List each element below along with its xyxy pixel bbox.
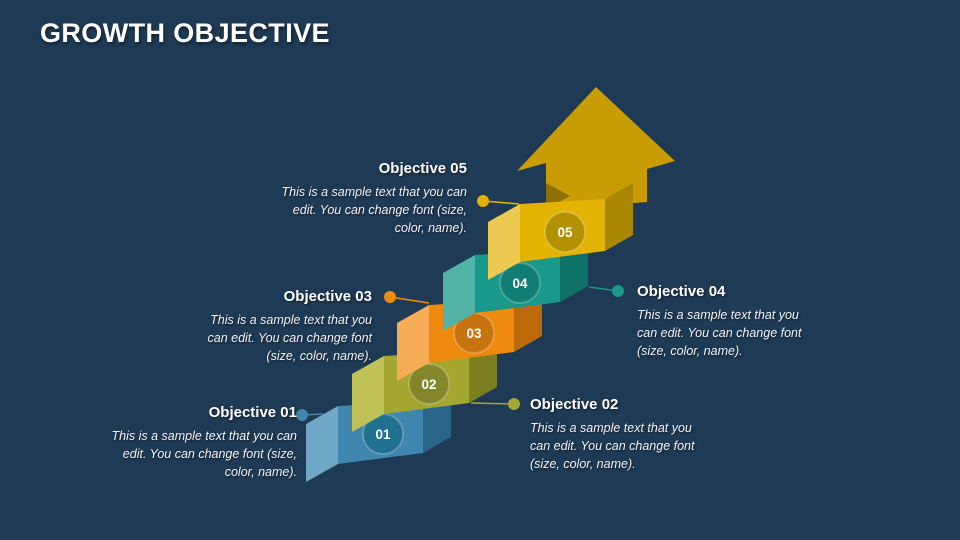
objective-05-dot bbox=[477, 195, 489, 207]
objective-05-body: This is a sample text that you can edit.… bbox=[281, 185, 467, 235]
objective-05-leader-line bbox=[482, 200, 520, 205]
step-03-number: 03 bbox=[466, 326, 482, 341]
objective-01-dot bbox=[296, 409, 308, 421]
objective-04-body: This is a sample text that you can edit.… bbox=[637, 308, 802, 358]
step-05-badge bbox=[544, 211, 586, 253]
objective-02-label: Objective 02 bbox=[530, 396, 619, 413]
step-03-tread-face bbox=[397, 305, 429, 381]
objective-02-dot bbox=[508, 398, 520, 410]
objective-02-leader-line bbox=[470, 402, 515, 405]
step-01-number: 01 bbox=[375, 427, 391, 442]
step-02-number: 02 bbox=[421, 377, 436, 392]
objective-01-callout: Objective 01 This is a sample text that … bbox=[105, 404, 297, 481]
objective-03-leader-line bbox=[389, 296, 430, 304]
objective-02-body: This is a sample text that you can edit.… bbox=[530, 421, 695, 471]
step-01-tread-face bbox=[306, 406, 338, 482]
objective-02-callout: Objective 02 This is a sample text that … bbox=[530, 396, 715, 473]
objective-03-callout: Objective 03 This is a sample text that … bbox=[190, 288, 372, 365]
step-01: 01 bbox=[306, 385, 451, 482]
step-05-number: 05 bbox=[557, 225, 573, 240]
step-04-tread-face bbox=[443, 255, 475, 331]
objective-04-label: Objective 04 bbox=[637, 283, 726, 300]
step-04-number: 04 bbox=[512, 276, 528, 291]
objective-05-label: Objective 05 bbox=[378, 160, 467, 177]
objective-03-dot bbox=[384, 291, 396, 303]
growth-arrow-shape bbox=[517, 87, 675, 210]
objective-03-body: This is a sample text that you can edit.… bbox=[207, 313, 372, 363]
step-02-tread-face bbox=[352, 356, 384, 432]
objective-01-label: Objective 01 bbox=[208, 404, 297, 421]
step-04-badge bbox=[499, 262, 541, 304]
objective-04-dot bbox=[612, 285, 624, 297]
callout-connectors bbox=[296, 195, 624, 421]
page-title: GROWTH OBJECTIVE bbox=[40, 18, 330, 48]
objective-03-label: Objective 03 bbox=[283, 288, 372, 305]
step-05: 05 bbox=[488, 183, 633, 280]
objective-01-body: This is a sample text that you can edit.… bbox=[111, 429, 297, 479]
step-05-tread-face bbox=[488, 204, 520, 280]
objective-05-callout: Objective 05 This is a sample text that … bbox=[275, 160, 467, 237]
objective-04-callout: Objective 04 This is a sample text that … bbox=[637, 283, 822, 360]
step-02-badge bbox=[408, 363, 450, 405]
step-05-side-face bbox=[605, 183, 633, 251]
